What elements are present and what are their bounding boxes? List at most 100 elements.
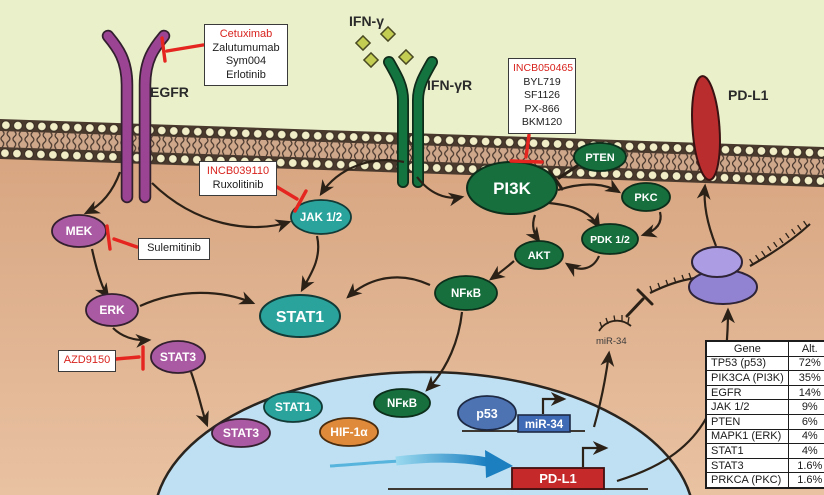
pten-label: PTEN — [585, 152, 614, 164]
gene-cell: JAK 1/2 — [705, 399, 789, 415]
alt-cell: 4% — [787, 443, 824, 459]
alteration-table: Gene Alt. TP53 (p53)72% PIK3CA (PI3K)35%… — [705, 340, 824, 489]
table-row: PIK3CA (PI3K)35% — [705, 370, 824, 386]
alt-cell: 4% — [787, 428, 824, 445]
mrna-strand — [649, 220, 811, 294]
egfr-label: EGFR — [150, 84, 189, 100]
alt-cell: 9% — [787, 399, 824, 415]
nfkb-nuclear-node — [373, 388, 431, 418]
drug-box-stat3-inhibitor: AZD9150 — [58, 350, 116, 372]
signal-arrows — [83, 159, 735, 483]
table-row: TP53 (p53)72% — [705, 355, 824, 372]
gene-cell: PTEN — [705, 413, 789, 430]
drug-name: AZD9150 — [63, 354, 111, 366]
mir34-gene-box — [517, 414, 571, 433]
gene-cell: EGFR — [705, 384, 789, 401]
nfkb-label: NFκB — [451, 288, 481, 300]
drug-box-mek-inhibitor: Sulemitinib — [138, 238, 210, 260]
akt-node — [514, 240, 564, 270]
drug-name: Erlotinib — [226, 68, 266, 81]
pdk-label: PDK 1/2 — [590, 234, 630, 246]
erk-node — [85, 293, 139, 327]
drug-name: Cetuximab — [219, 28, 273, 40]
ribosome — [688, 246, 758, 305]
drug-name: Sulemitinib — [147, 242, 201, 254]
pdl1-protein-label: PD-L1 — [728, 87, 769, 103]
pkc-label: PKC — [634, 192, 657, 204]
gene-cell: MAPK1 (ERK) — [705, 428, 789, 445]
akt-label: AKT — [528, 250, 551, 262]
stat3-node — [150, 340, 206, 374]
pdl1-gene-locus: PD-L1 — [388, 441, 648, 490]
pkc-node — [621, 182, 671, 212]
ifn-gamma-ligand-icons — [354, 25, 415, 69]
alt-cell: 1.6% — [787, 472, 824, 489]
mir34-inhibits-mrna — [625, 288, 654, 318]
pi3k-label: PI3K — [493, 179, 532, 198]
mir34-gene-label: miR-34 — [525, 419, 564, 431]
nfkb-node — [434, 275, 498, 311]
azd9150-inhibits-stat3 — [114, 345, 145, 371]
alt-cell: 35% — [787, 370, 824, 386]
p53-node — [457, 395, 517, 431]
drug-box-jak-inhibitors: INCB039110 Ruxolitinib — [199, 161, 277, 196]
stat1-nuclear-node — [263, 391, 323, 423]
drug-name: PX-866 — [524, 102, 560, 115]
transcription-start-icon — [581, 441, 609, 467]
mir34-gene-locus: p53 miR-34 — [457, 392, 585, 433]
drug-name: Ruxolitinib — [212, 178, 264, 191]
stat3-nuclear-node — [211, 418, 271, 448]
pdl1-gene-box — [511, 467, 605, 490]
gene-cell: TP53 (p53) — [705, 355, 789, 372]
gene-cell: STAT1 — [705, 443, 789, 459]
hif1a-node — [319, 417, 379, 447]
drug-name: BKM120 — [521, 116, 563, 128]
pdk-node — [581, 223, 639, 255]
drug-name: Sym004 — [225, 55, 267, 67]
incb050465-inhibits-pi3k — [509, 133, 544, 164]
incb039110-inhibits-jak — [275, 185, 308, 213]
gene-cell: PIK3CA (PI3K) — [705, 370, 789, 386]
stat1-label: STAT1 — [276, 309, 324, 326]
pten-node — [573, 142, 627, 172]
table-header-alt: Alt. — [787, 340, 824, 357]
p53-label: p53 — [476, 407, 498, 421]
drug-box-egfr-inhibitors: Cetuximab Zalutumumab Sym004 Erlotinib — [204, 24, 288, 86]
mir34-hairpin: miR-34 — [596, 315, 632, 347]
drug-name: SF1126 — [524, 89, 560, 101]
table-row: PRKCA (PKC)1.6% — [705, 472, 824, 489]
cetuximab-inhibits-egfr — [160, 36, 205, 63]
nfkb-nuclear-label: NFκB — [387, 398, 417, 410]
ifn-gamma-receptor-label: IFN-γR — [427, 77, 472, 93]
mek-label: MEK — [66, 224, 93, 238]
table-row: MAPK1 (ERK)4% — [705, 428, 824, 445]
stat1-nuclear-label: STAT1 — [275, 400, 312, 414]
alt-cell: 72% — [787, 355, 824, 372]
drug-box-pi3k-inhibitors: INCB050465 BYL719 SF1126 PX-866 BKM120 — [508, 58, 576, 134]
stat3-nuclear-label: STAT3 — [223, 426, 260, 440]
ifn-gamma-receptor — [383, 56, 438, 188]
stat3-label: STAT3 — [160, 350, 197, 364]
mir34-cyto-label: miR-34 — [596, 336, 627, 347]
gene-cell: STAT3 — [705, 457, 789, 474]
stat1-node — [259, 294, 341, 338]
drug-name: INCB039110 — [206, 165, 270, 177]
nuclear-transcription-factors: STAT3 STAT1 HIF-1α NFκB — [211, 388, 431, 448]
drug-name: BYL719 — [523, 75, 561, 88]
pdl1-transcription-arrow-big — [329, 450, 513, 478]
drug-name: INCB050465 — [513, 62, 574, 74]
transcription-start-icon — [541, 392, 567, 414]
ifn-gamma-label: IFN-γ — [349, 13, 384, 29]
cytoplasm-nodes: MEK ERK STAT3 JAK 1/2 STAT1 PI3K PTEN PK… — [51, 142, 671, 374]
alt-cell: 1.6% — [787, 457, 824, 474]
drug-name: Zalutumumab — [212, 41, 280, 54]
hif1a-label: HIF-1α — [330, 425, 368, 439]
gene-cell: PRKCA (PKC) — [705, 472, 789, 489]
